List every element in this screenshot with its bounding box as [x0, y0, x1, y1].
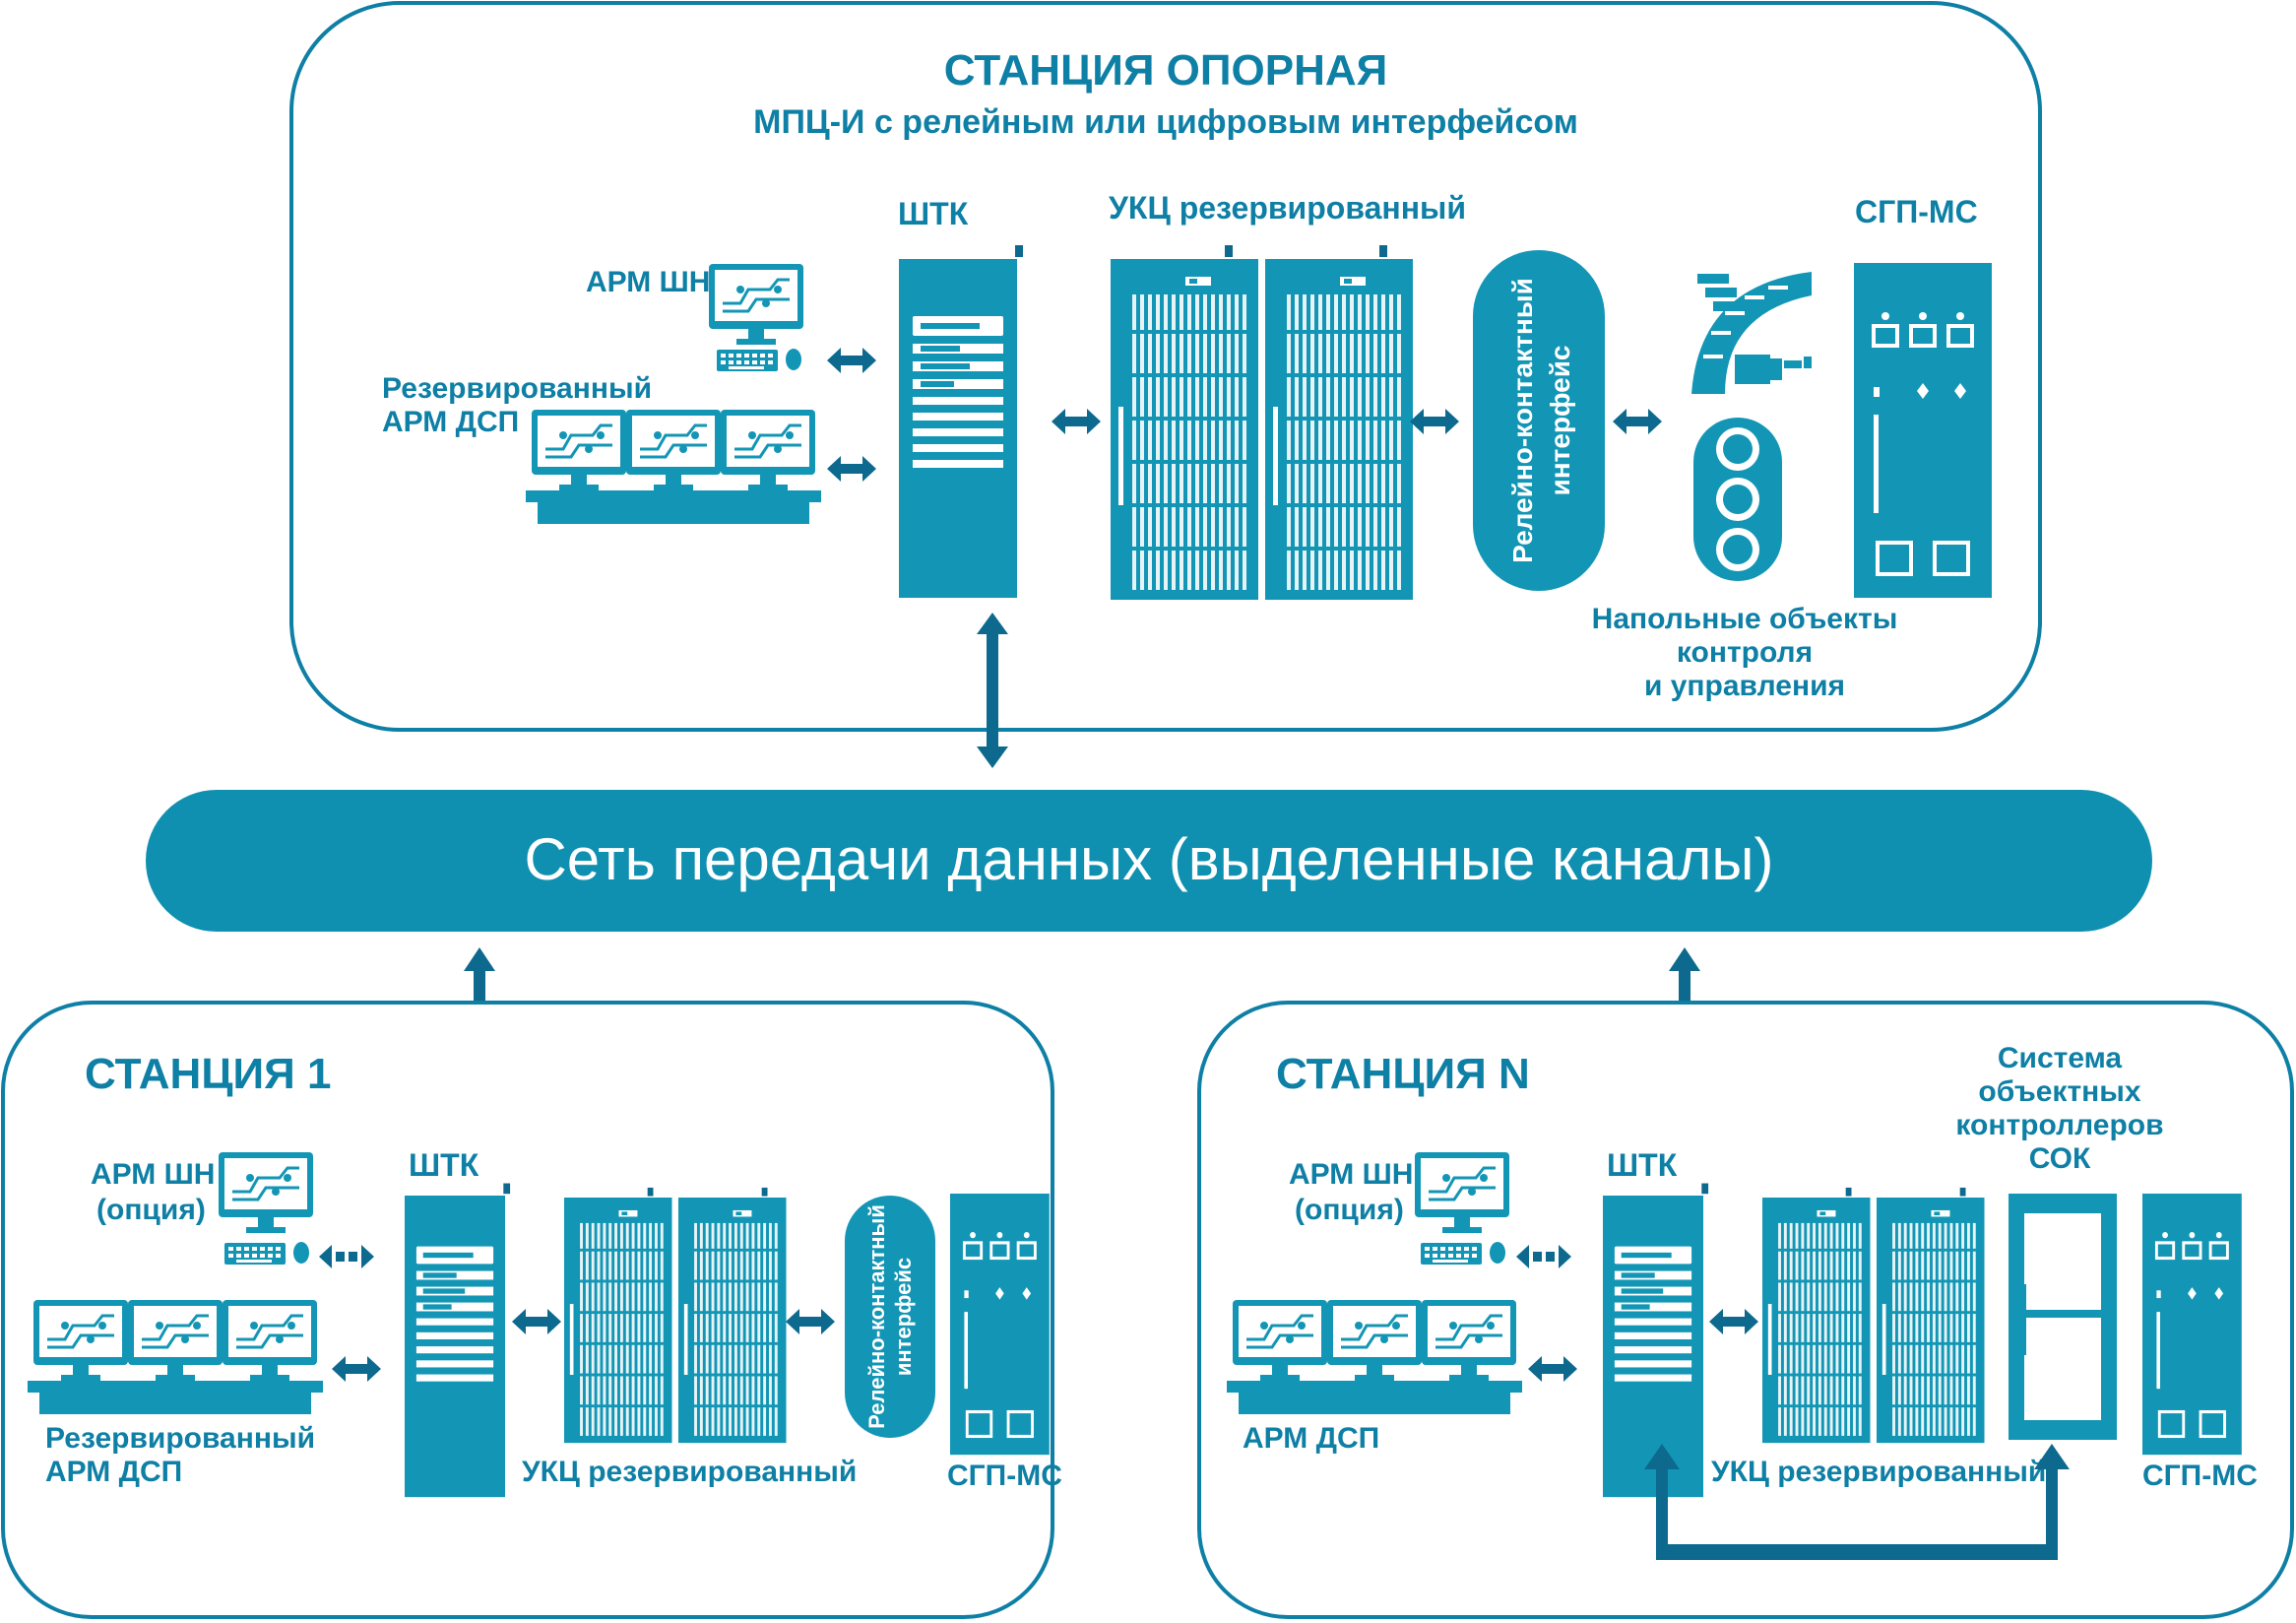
sok-cabinet-icon [2009, 1194, 2117, 1440]
sgp-rack-icon [2142, 1194, 2242, 1456]
keyboard-icon [717, 349, 801, 371]
sok-label-line3: контроллеров [1955, 1109, 2163, 1141]
ukc-label: УКЦ резервированный [1109, 190, 1466, 226]
rail-switch-icon [1691, 272, 1812, 394]
s1-relay-interface-line2: интерфейс [891, 1258, 916, 1376]
shtk-label: ШТК [898, 196, 969, 231]
s1-relay-interface-box [845, 1196, 935, 1438]
network-label: Сеть передачи данных (выделенные каналы) [524, 826, 1773, 892]
sgp-label: СГП-МС [1855, 194, 1978, 229]
s1-arm-dsp-label-line1: Резервированный [45, 1422, 315, 1455]
s1-sgp-label: СГП-МС [947, 1460, 1062, 1492]
s1-shtk-label: ШТК [409, 1147, 479, 1183]
arm-dsp-desk-icon [28, 1300, 323, 1414]
shtk-rack-icon [899, 245, 1023, 598]
relay-interface-box [1473, 250, 1605, 591]
shtk-rack-icon [405, 1183, 511, 1498]
sok-label-line1: Система [1998, 1042, 2123, 1074]
u-connection-arrow-icon [1644, 1444, 2070, 1560]
sgp-rack-icon [1854, 263, 1992, 598]
arm-dsp-desk-icon [1227, 1300, 1522, 1414]
field-objects-label-line2: контроля [1677, 636, 1813, 669]
relay-interface-label-line2: интерфейс [1545, 345, 1575, 495]
relay-interface-label-line1: Релейно-контактный [1507, 278, 1538, 563]
station-n-title: СТАНЦИЯ N [1276, 1050, 1530, 1098]
s1-arm-dsp-label-line2: АРМ ДСП [45, 1456, 182, 1488]
server-rack-icon [1265, 245, 1413, 600]
arm-dsp-label-line2: АРМ ДСП [382, 406, 519, 438]
field-objects-label-line3: и управления [1644, 670, 1845, 702]
main-station-subtitle: МПЦ-И с релейным или цифровым интерфейсо… [753, 103, 1578, 141]
shtk-rack-icon [1603, 1183, 1709, 1498]
sn-arm-shn-option-label: (опция) [1295, 1194, 1404, 1226]
s1-relay-interface-line1: Релейно-контактный [864, 1204, 889, 1429]
s1-arm-shn-option-label: (опция) [96, 1194, 206, 1226]
network-bar [146, 790, 2152, 932]
field-objects-label-line1: Напольные объекты [1592, 603, 1898, 635]
arm-dsp-desk-icon [526, 410, 821, 524]
server-rack-icon [1111, 245, 1258, 600]
sgp-rack-icon [950, 1194, 1050, 1456]
main-station-title: СТАНЦИЯ ОПОРНАЯ [944, 46, 1388, 95]
sok-label-line2: объектных [1978, 1075, 2140, 1108]
server-rack-icon [678, 1187, 787, 1444]
keyboard-icon [1421, 1242, 1505, 1265]
sn-sgp-label: СГП-МС [2142, 1460, 2258, 1492]
sn-arm-shn-label: АРМ ШН [1289, 1158, 1413, 1191]
vertical-double-arrow-icon [977, 613, 1008, 768]
s1-arm-shn-label: АРМ ШН [91, 1158, 215, 1191]
arm-shn-label: АРМ ШН [586, 266, 710, 298]
sn-ukc-label: УКЦ резервированный [1711, 1456, 2046, 1488]
arm-dsp-label-line1: Резервированный [382, 372, 652, 405]
server-rack-icon [564, 1187, 672, 1444]
sok-label-line4: СОК [2029, 1142, 2091, 1175]
server-rack-icon [1762, 1187, 1871, 1444]
keyboard-icon [224, 1242, 309, 1265]
s1-ukc-label: УКЦ резервированный [522, 1456, 857, 1488]
station-1-title: СТАНЦИЯ 1 [85, 1050, 331, 1098]
server-rack-icon [1877, 1187, 1985, 1444]
traffic-light-icon [1693, 418, 1782, 581]
sn-arm-dsp-label: АРМ ДСП [1243, 1422, 1379, 1455]
sn-shtk-label: ШТК [1607, 1147, 1678, 1183]
